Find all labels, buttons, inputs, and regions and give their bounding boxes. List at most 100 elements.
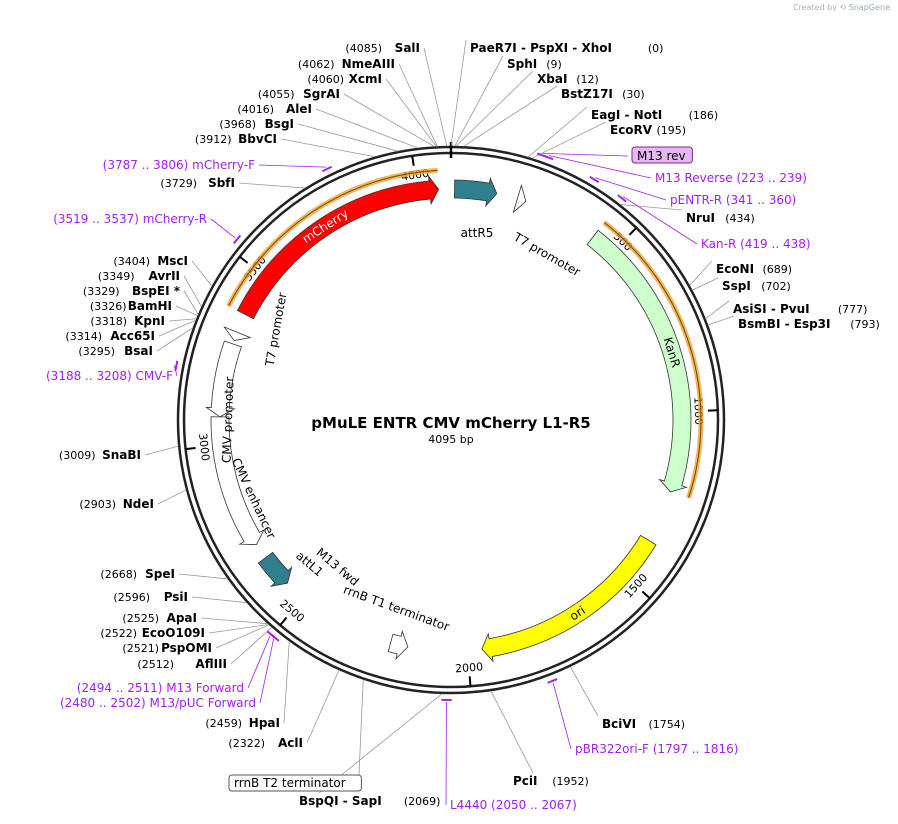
site-position: (30) xyxy=(622,88,645,101)
primer-label: Kan-R (419 .. 438) xyxy=(701,237,811,251)
site-leader xyxy=(569,666,599,717)
primer-range: (2480 .. 2502) xyxy=(60,696,150,710)
site-position: (3009) xyxy=(59,449,96,462)
site-name: KpnI xyxy=(134,314,165,328)
primer-leader xyxy=(542,152,629,157)
inner-feature-label: rrnB T1 terminator xyxy=(342,583,452,634)
sites-group: SalI(4085)NmeAIII(4062)XcmI(4060)SgrAI(4… xyxy=(59,39,880,808)
primer-range: (1797 .. 1816) xyxy=(653,742,739,756)
site-name: BsaI xyxy=(124,344,153,358)
site-name: SbfI xyxy=(208,176,235,190)
boxed-label-leader xyxy=(358,679,364,776)
site-position: (2596) xyxy=(113,591,150,604)
site-leader xyxy=(689,260,713,286)
site-name: AflIII xyxy=(195,657,227,671)
primer-label: (3188 .. 3208) CMV-F xyxy=(46,369,173,383)
site-leader xyxy=(450,39,467,147)
primer-mark xyxy=(270,633,280,642)
tick-mark xyxy=(628,227,638,236)
primer-range: (419 .. 438) xyxy=(740,237,810,251)
site-position: (3404) xyxy=(113,255,150,268)
tick-label: 2500 xyxy=(277,597,307,625)
site-position: (3329) xyxy=(83,285,120,298)
site-name: ApaI xyxy=(167,611,197,625)
site-position: (702) xyxy=(761,280,791,293)
site-leader xyxy=(158,319,196,337)
site-position: (777) xyxy=(838,303,868,316)
tick-label: 3000 xyxy=(196,432,212,461)
site-leader xyxy=(455,70,534,147)
site-position: (2512) xyxy=(137,658,174,671)
site-leader xyxy=(183,275,202,307)
site-name: BstZ17I xyxy=(561,87,613,101)
primer-leader xyxy=(595,177,667,201)
site-name: NdeI xyxy=(123,497,154,511)
site-leader xyxy=(343,93,435,147)
feature-t7-promoter xyxy=(223,326,252,342)
site-position: (3968) xyxy=(219,118,256,131)
site-leader xyxy=(191,260,213,287)
site-name: Acc65I xyxy=(110,329,155,343)
tick-label: 2000 xyxy=(455,660,484,675)
site-name: BbvCI xyxy=(238,132,277,146)
site-position: (3295) xyxy=(78,345,115,358)
primer-name: pENTR-R xyxy=(670,193,726,207)
primer-name: mCherry-R xyxy=(143,212,207,226)
primer-name: M13 Forward xyxy=(166,681,244,695)
inner-feature-label: attR5 xyxy=(461,226,494,240)
primer-label: (3519 .. 3537) mCherry-R xyxy=(53,212,207,226)
primers-group: (3787 .. 3806) mCherry-F (3519 .. 3537) m… xyxy=(46,146,811,812)
primer-leader xyxy=(552,682,572,750)
site-leader xyxy=(454,55,504,147)
primer-range: (341 .. 360) xyxy=(726,193,796,207)
site-position: (2521) xyxy=(122,642,159,655)
primer-mark xyxy=(617,194,627,203)
primer-leader xyxy=(258,164,327,168)
primer-name: M13 rev xyxy=(637,149,686,163)
site-position: (3729) xyxy=(160,177,197,190)
tick-mark xyxy=(279,616,288,626)
site-name: AleI xyxy=(286,102,312,116)
primer-mark xyxy=(589,175,600,183)
primer-range: (3188 .. 3208) xyxy=(46,369,136,383)
primer-label: (3787 .. 3806) mCherry-F xyxy=(103,158,255,172)
site-name: SphI xyxy=(507,57,537,71)
primer-label: pBR322ori-F (1797 .. 1816) xyxy=(575,742,738,756)
site-name: XbaI xyxy=(537,72,567,86)
site-name: PsiI xyxy=(164,590,188,604)
primer-name: pBR322ori-F xyxy=(575,742,653,756)
site-position: (3314) xyxy=(65,330,102,343)
site-name: BsmBI - Esp3I xyxy=(738,317,830,331)
site-leader xyxy=(398,63,438,147)
primer-range: (2050 .. 2067) xyxy=(491,798,577,812)
primer-leader xyxy=(173,365,178,377)
site-name: AsiSI - PvuI xyxy=(733,302,810,316)
site-leader xyxy=(238,182,306,189)
site-leader xyxy=(191,596,247,603)
site-name: EagI - NotI xyxy=(591,108,662,122)
site-position: (2522) xyxy=(100,627,137,640)
site-position: (0) xyxy=(648,42,664,55)
primer-leader xyxy=(210,218,236,239)
site-name: AclI xyxy=(278,736,303,750)
site-position: (3912) xyxy=(195,133,232,146)
site-position: (2525) xyxy=(122,612,159,625)
site-position: (4085) xyxy=(345,42,382,55)
primer-name: Kan-R xyxy=(701,237,740,251)
site-leader xyxy=(620,204,683,211)
site-leader xyxy=(183,290,199,315)
site-leader xyxy=(531,121,607,159)
site-position: (4016) xyxy=(237,103,274,116)
primer-range: (223 .. 239) xyxy=(737,171,807,185)
site-name: BciVI xyxy=(602,717,636,731)
primer-leader xyxy=(259,639,274,704)
primer-name: CMV-F xyxy=(136,369,174,383)
site-name: BspEI * xyxy=(132,284,181,298)
site-leader xyxy=(315,108,419,149)
site-name: SgrAI xyxy=(303,87,340,101)
feature-mcherry xyxy=(236,174,440,320)
site-position: (1952) xyxy=(552,775,589,788)
site-position: (3349) xyxy=(98,270,135,283)
credit-created-by: Created by xyxy=(792,3,837,12)
